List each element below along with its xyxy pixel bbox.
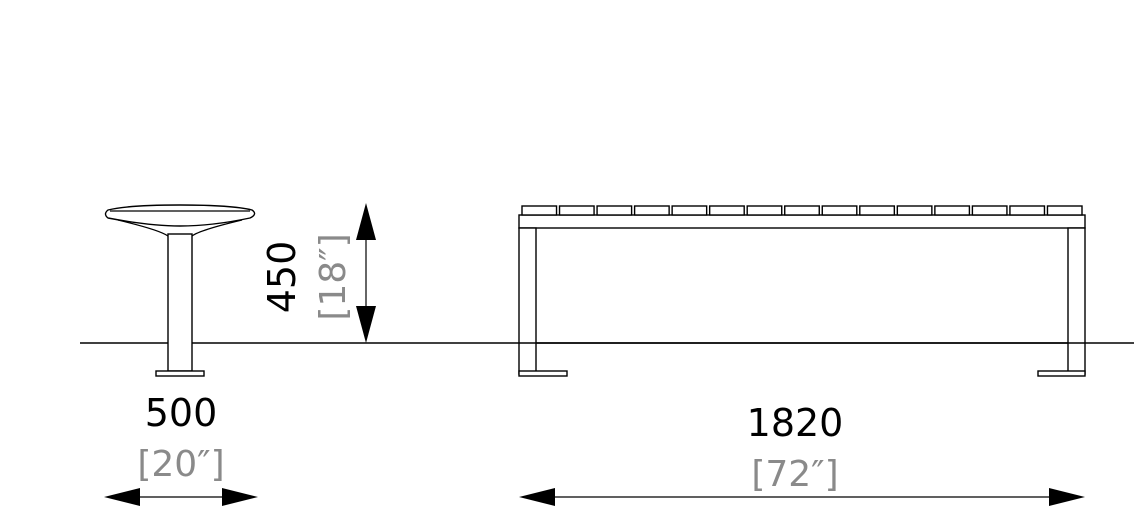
length-arrow-left: [519, 488, 555, 506]
seat-slat: [596, 205, 633, 216]
seat-slat: [558, 205, 595, 216]
length-dimension: 1820 [72″]: [519, 401, 1085, 506]
seat-slat: [746, 205, 783, 216]
front-seat-frame: [518, 214, 1086, 229]
bench-side-view: [104, 204, 256, 377]
seat-slat: [971, 205, 1008, 216]
height-arrow-bottom: [356, 306, 376, 343]
height-dimension: 450 [18″]: [260, 203, 376, 343]
seat-slat: [633, 205, 670, 216]
front-left-leg: [518, 227, 537, 375]
seat-slat: [1046, 205, 1083, 216]
bench-front-view: [518, 205, 1086, 377]
front-right-foot: [1037, 370, 1086, 377]
seat-slat: [934, 205, 971, 216]
depth-dimension: 500 [20″]: [104, 391, 258, 506]
front-seat-slats: [521, 205, 1083, 216]
side-base-plate: [155, 370, 205, 377]
height-mm-label: 450: [260, 241, 304, 314]
seat-slat: [821, 205, 858, 216]
depth-arrow-left: [104, 488, 140, 506]
length-mm-label: 1820: [747, 401, 844, 445]
height-inch-label: [18″]: [313, 233, 354, 320]
seat-slat: [859, 205, 896, 216]
front-left-foot: [518, 370, 568, 377]
height-arrow-top: [356, 203, 376, 240]
side-seat-top: [104, 204, 256, 227]
front-right-leg: [1067, 227, 1086, 375]
length-arrow-right: [1049, 488, 1085, 506]
depth-arrow-right: [222, 488, 258, 506]
depth-inch-label: [20″]: [137, 444, 224, 485]
length-inch-label: [72″]: [751, 454, 838, 495]
depth-mm-label: 500: [145, 391, 218, 435]
seat-slat: [896, 205, 933, 216]
seat-slat: [521, 205, 558, 216]
seat-slat: [708, 205, 745, 216]
seat-slat: [784, 205, 820, 216]
seat-slat: [1009, 205, 1046, 216]
seat-slat: [671, 205, 708, 216]
side-pedestal: [167, 233, 193, 372]
